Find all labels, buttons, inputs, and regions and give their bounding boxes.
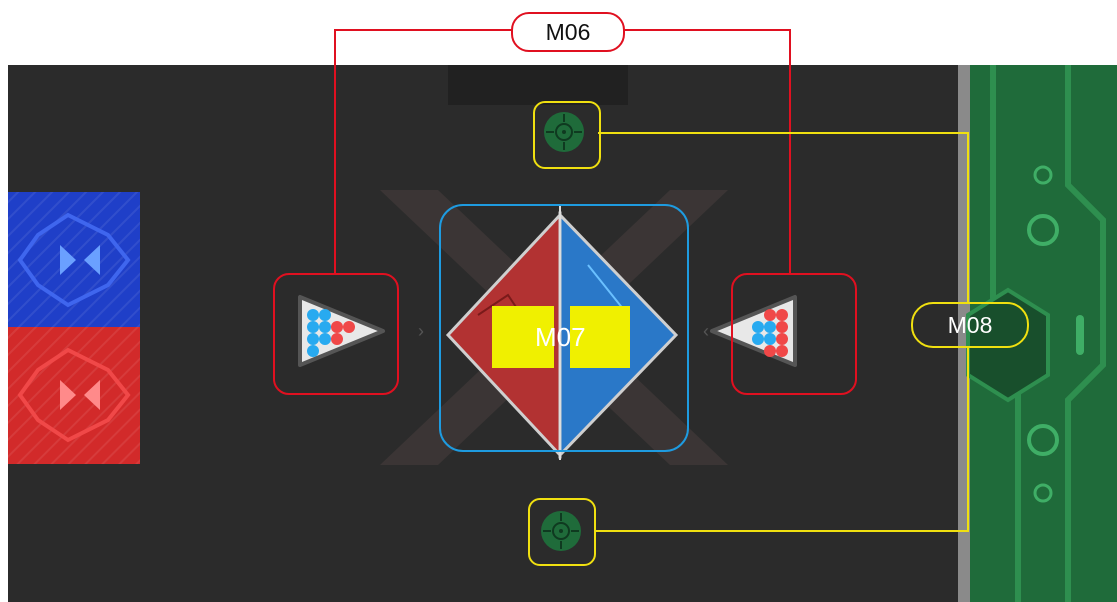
target-icon-top <box>544 112 584 152</box>
blue-team-tile <box>8 192 140 327</box>
m06-highlight-right-rack <box>731 273 857 395</box>
m08-highlight-top-target <box>533 101 601 169</box>
red-team-tile <box>8 327 140 464</box>
m07-marker-right <box>570 306 630 368</box>
svg-text:‹: ‹ <box>703 321 709 341</box>
m08-highlight-bottom-target <box>528 498 596 566</box>
m06-label: M06 <box>511 12 625 52</box>
pool-rack-icon-left <box>298 295 385 367</box>
m07-label: M07 <box>535 322 586 352</box>
target-icon-bottom <box>541 511 581 551</box>
svg-text:›: › <box>418 321 424 341</box>
m08-label: M08 <box>911 302 1029 348</box>
m07-highlight-diamond <box>439 204 689 452</box>
m06-highlight-left-rack <box>273 273 399 395</box>
m07-marker-left <box>492 306 554 368</box>
